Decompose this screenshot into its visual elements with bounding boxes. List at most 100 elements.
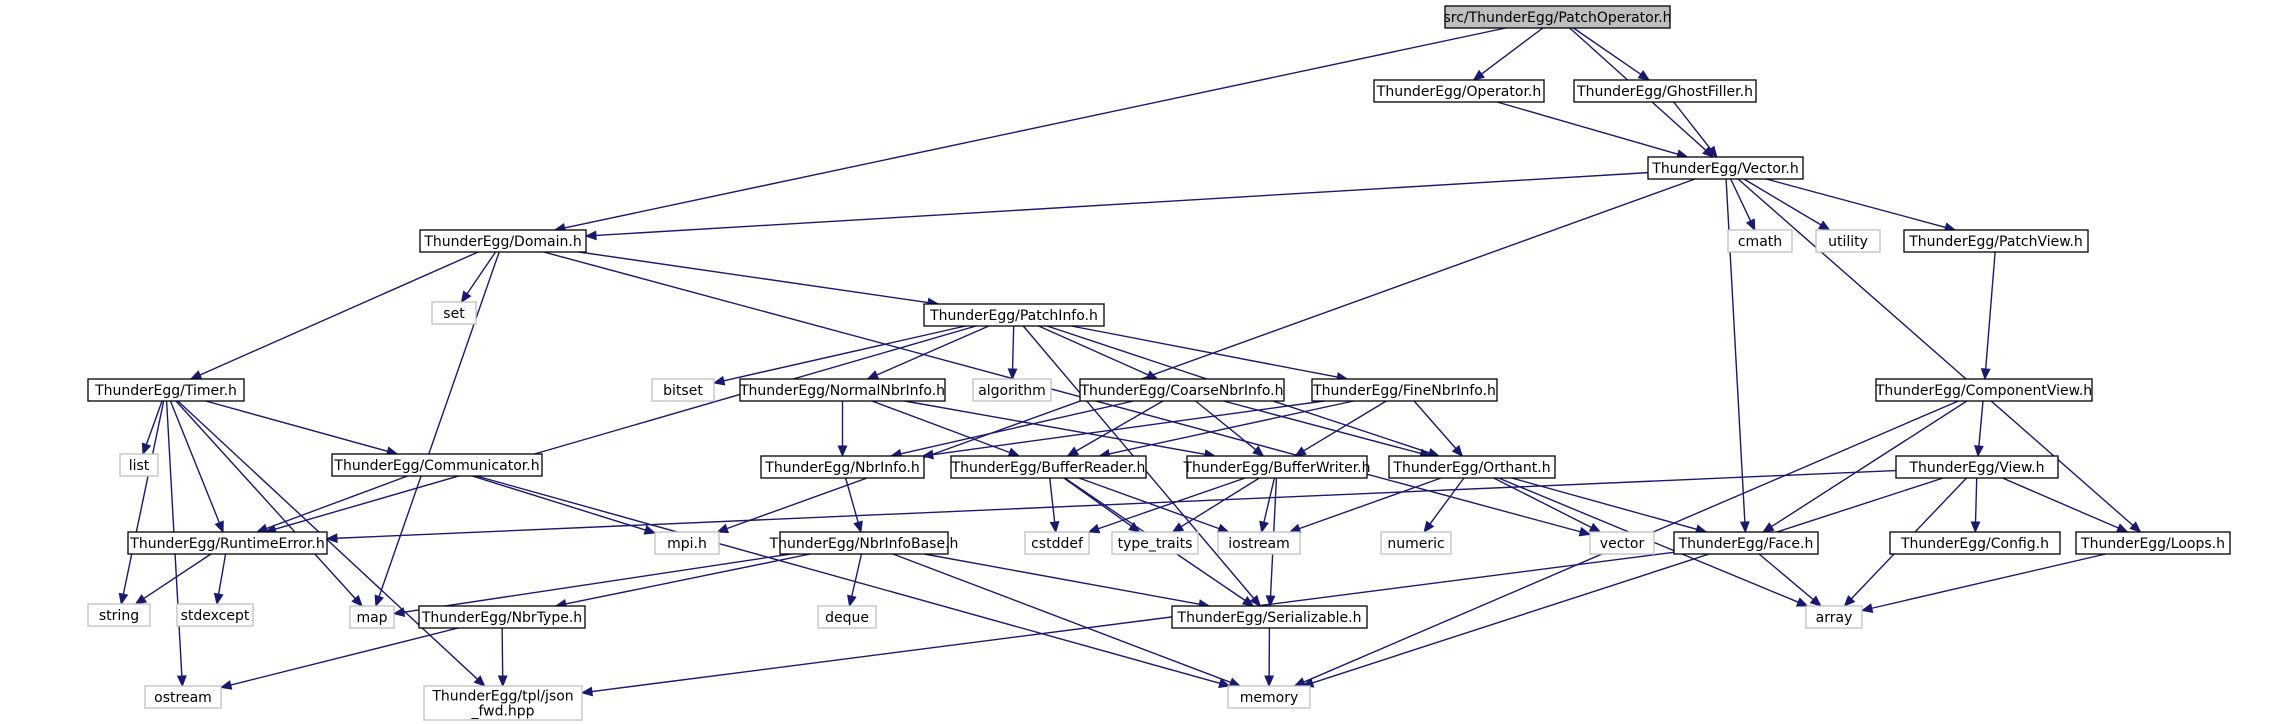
- node-finenbr[interactable]: ThunderEgg/FineNbrInfo.h: [1311, 378, 1498, 402]
- node-label: deque: [825, 610, 869, 626]
- edge-arrowhead: [1706, 145, 1718, 159]
- node-coarsenbr[interactable]: ThunderEgg/CoarseNbrInfo.h: [1079, 378, 1285, 402]
- node-nbrinfo[interactable]: ThunderEgg/NbrInfo.h: [760, 455, 925, 479]
- node-patchview[interactable]: ThunderEgg/PatchView.h: [1903, 229, 2089, 253]
- edge-arrowhead: [1745, 218, 1756, 232]
- edge-arrowhead: [1265, 595, 1276, 608]
- node-box: [1186, 455, 1368, 479]
- node-patchop[interactable]: src/ThunderEgg/PatchOperator.h: [1443, 5, 1672, 29]
- node-box: [2075, 531, 2231, 555]
- node-timer[interactable]: ThunderEgg/Timer.h: [87, 378, 245, 402]
- node-ostream: ostream: [144, 685, 222, 709]
- edge-arrowhead: [1294, 446, 1307, 457]
- node-label: ThunderEgg/Face.h: [1678, 536, 1814, 552]
- edge-operator-to-vector_h: [1496, 101, 1689, 159]
- node-box: [127, 531, 328, 555]
- edge-line: [871, 400, 1010, 454]
- node-box: [1805, 605, 1863, 629]
- node-label: ThunderEgg/NbrType.h: [421, 610, 582, 626]
- node-label: ThunderEgg/Config.h: [1900, 536, 2049, 552]
- edge-line: [1573, 27, 1642, 75]
- node-serializable[interactable]: ThunderEgg/Serializable.h: [1171, 605, 1368, 629]
- edge-arrowhead: [134, 594, 148, 605]
- node-label: memory: [1240, 690, 1299, 706]
- edge-line: [169, 400, 220, 523]
- edge-arrowhead: [392, 607, 406, 618]
- edge-arrowhead: [255, 523, 269, 533]
- node-deque: deque: [817, 605, 877, 629]
- node-componentview[interactable]: ThunderEgg/ComponentView.h: [1875, 378, 2093, 402]
- node-nbrtype[interactable]: ThunderEgg/NbrType.h: [418, 605, 586, 629]
- edge-nbrinfobase-to-deque: [847, 553, 863, 608]
- node-domain[interactable]: ThunderEgg/Domain.h: [419, 229, 587, 253]
- edge-line: [1758, 553, 1814, 601]
- edge-arrowhead: [473, 675, 486, 687]
- node-jsonfwd: ThunderEgg/tpl/json_fwd.hpp: [423, 685, 583, 721]
- edge-line: [230, 627, 459, 686]
- edge-line: [1743, 178, 1822, 226]
- node-label: stdexcept: [181, 608, 250, 624]
- edge-arrowhead: [1252, 445, 1265, 457]
- node-face[interactable]: ThunderEgg/Face.h: [1673, 531, 1819, 555]
- node-label: utility: [1828, 234, 1868, 250]
- node-array: array: [1805, 605, 1863, 629]
- node-label: cmath: [1738, 234, 1782, 250]
- node-orthant[interactable]: ThunderEgg/Orthant.h: [1388, 455, 1556, 479]
- node-box: [1217, 531, 1301, 555]
- node-box: [1388, 455, 1556, 479]
- edge-patchop-to-ghostfiller: [1573, 27, 1651, 81]
- node-communicator[interactable]: ThunderEgg/Communicator.h: [331, 453, 543, 477]
- node-loops[interactable]: ThunderEgg/Loops.h: [2075, 531, 2231, 555]
- edge-communicator-to-mpi: [472, 475, 657, 535]
- edge-arrowhead: [837, 445, 848, 458]
- edge-arrowhead: [374, 594, 384, 608]
- node-box: [817, 605, 877, 629]
- edge-line: [1263, 477, 1276, 523]
- edge-line: [1195, 400, 1257, 451]
- edge-line: [1180, 477, 1260, 528]
- node-box: [87, 603, 151, 627]
- node-ghostfiller[interactable]: ThunderEgg/GhostFiller.h: [1573, 79, 1757, 103]
- node-label: ThunderEgg/Operator.h: [1376, 84, 1541, 100]
- edge-line: [1075, 400, 1164, 452]
- node-runtimeerror[interactable]: ThunderEgg/RuntimeError.h: [127, 531, 328, 555]
- edge-patchop-to-domain: [553, 27, 1506, 233]
- edge-line: [1063, 477, 1132, 527]
- node-patchinfo[interactable]: ThunderEgg/PatchInfo.h: [923, 303, 1105, 327]
- node-config[interactable]: ThunderEgg/Config.h: [1889, 531, 2061, 555]
- node-box: [972, 378, 1052, 402]
- edge-vector_h-to-patchview: [1766, 178, 1957, 233]
- node-label: ThunderEgg/NormalNbrInfo.h: [739, 383, 945, 399]
- node-nbrinfobase[interactable]: ThunderEgg/NbrInfoBase.h: [769, 531, 959, 555]
- edge-orthant-to-iostream: [1288, 477, 1442, 534]
- edge-line: [1493, 477, 1592, 529]
- node-box: [1024, 531, 1090, 555]
- edge-arrowhead: [1218, 678, 1231, 688]
- node-label: algorithm: [978, 383, 1046, 399]
- edge-arrowhead: [847, 594, 857, 608]
- node-box: [1673, 531, 1819, 555]
- edge-arrowhead: [1817, 220, 1831, 231]
- node-box: [423, 685, 583, 721]
- edge-line: [564, 27, 1506, 229]
- node-view[interactable]: ThunderEgg/View.h: [1895, 455, 2059, 479]
- node-stdexcept: stdexcept: [176, 603, 254, 627]
- edge-vector_h-to-utility: [1743, 178, 1831, 231]
- edge-line: [1481, 27, 1544, 75]
- edge-arrowhead: [1451, 444, 1464, 457]
- edge-arrowhead: [1087, 523, 1101, 534]
- node-vector_h[interactable]: ThunderEgg/Vector.h: [1647, 156, 1804, 180]
- node-box: [349, 605, 395, 629]
- edge-normalnbr-to-bufferreader: [871, 400, 1021, 457]
- node-operator[interactable]: ThunderEgg/Operator.h: [1373, 79, 1545, 103]
- edge-view-to-runtimeerror: [325, 469, 1897, 544]
- node-typetraits: type_traits: [1111, 531, 1199, 555]
- node-normalnbr[interactable]: ThunderEgg/NormalNbrInfo.h: [739, 378, 946, 402]
- edge-line: [2002, 477, 2119, 529]
- node-label: ThunderEgg/CoarseNbrInfo.h: [1079, 383, 1283, 399]
- edge-bufferwriter-to-cstddef: [1087, 477, 1246, 534]
- node-bufferreader[interactable]: ThunderEgg/BufferReader.h: [950, 455, 1147, 479]
- edge-arrowhead: [1145, 370, 1159, 380]
- edge-face-to-jsonfwd: [580, 551, 1675, 697]
- node-bufferwriter[interactable]: ThunderEgg/BufferWriter.h: [1182, 455, 1371, 479]
